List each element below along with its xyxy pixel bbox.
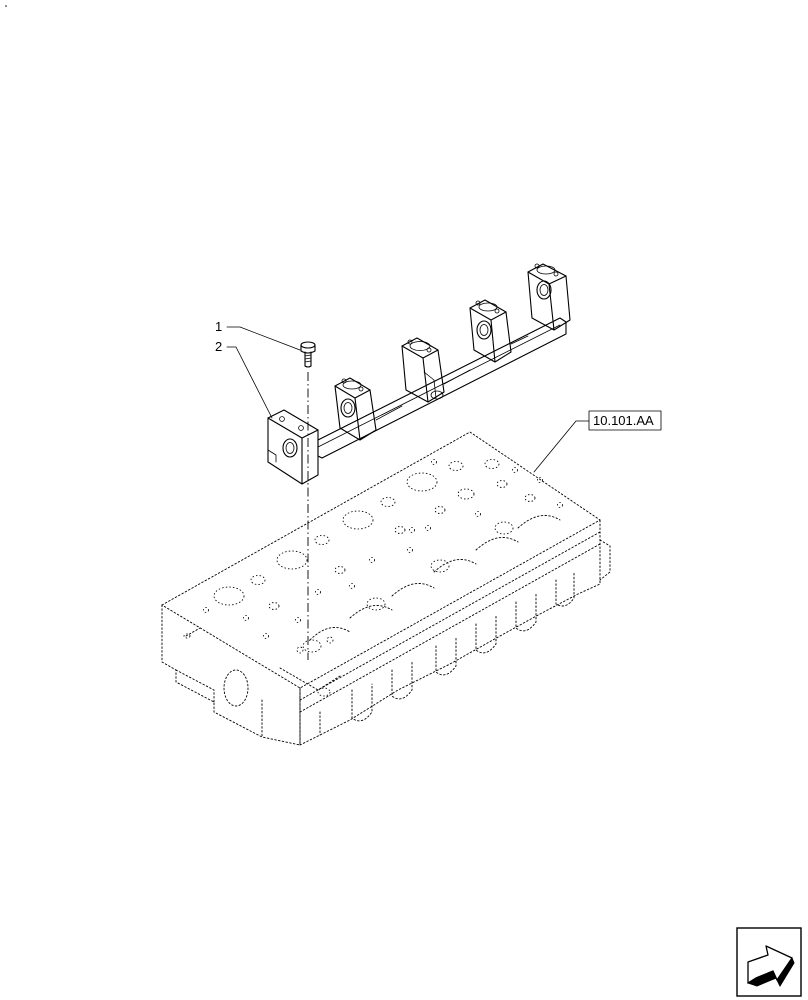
rocker-arm-support: [267, 263, 571, 485]
callout-2-leader: [226, 346, 273, 419]
callout-1[interactable]: 1: [215, 319, 301, 351]
next-page-arrow-icon[interactable]: [736, 927, 802, 997]
bolt: [300, 341, 316, 368]
reference-10-101-aa[interactable]: 10.101.AA: [533, 410, 662, 473]
reference-box-label: 10.101.AA: [593, 413, 654, 428]
callout-2-number: 2: [215, 339, 222, 354]
reference-leader: [533, 420, 590, 473]
cylinder-head-phantom: [161, 431, 611, 746]
corner-mark: [5, 5, 7, 7]
callout-2[interactable]: 2: [215, 339, 273, 419]
reference-box-frame: [588, 410, 662, 431]
callout-1-number: 1: [215, 319, 222, 334]
callout-1-leader: [226, 326, 301, 351]
